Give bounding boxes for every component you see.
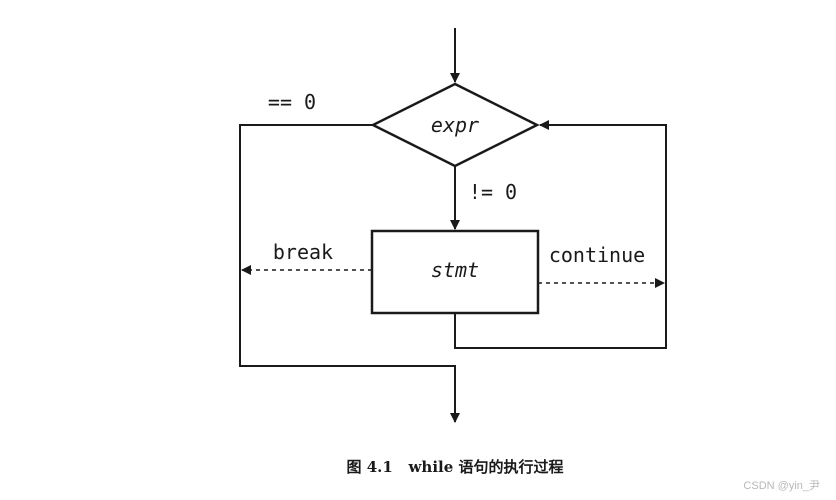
decision-label: expr: [431, 113, 479, 137]
figure-caption: 图 4.1 while 语句的执行过程: [347, 458, 564, 476]
statement-box: [370, 229, 540, 315]
zero-branch-path: [239, 124, 460, 423]
break-label: break: [273, 240, 333, 264]
loop-back-path: [454, 120, 667, 349]
watermark: CSDN @yin_尹: [743, 480, 820, 492]
continue-label: continue: [549, 243, 645, 267]
zero-branch-label: == 0: [268, 90, 316, 114]
nonzero-branch-label: != 0: [469, 180, 517, 204]
statement-label: stmt: [431, 258, 479, 282]
